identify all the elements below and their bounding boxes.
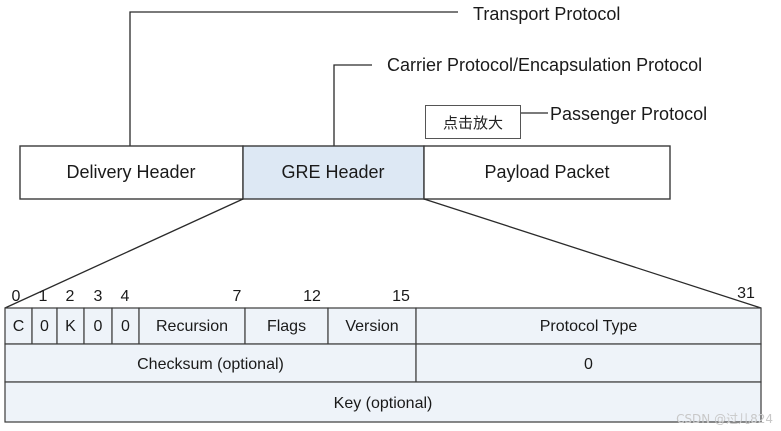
field-recursion-label: Recursion (156, 318, 228, 335)
zoom-line-right (423, 198, 762, 309)
transport-protocol-label: Transport Protocol (473, 4, 620, 24)
field-version-label: Version (345, 318, 398, 335)
watermark-text: CSDN @过儿824 (676, 412, 773, 426)
field-reserved-3 (83, 307, 113, 345)
field-version (327, 307, 417, 345)
field-checksum-label: Checksum (optional) (137, 356, 284, 373)
bit-label-7: 7 (233, 288, 242, 305)
field-reserved-zero (415, 343, 762, 383)
field-reserved-4-label: 0 (121, 318, 130, 335)
carrier-protocol-label: Carrier Protocol/Encapsulation Protocol (387, 55, 702, 75)
field-flags-label: Flags (267, 318, 306, 335)
field-c (4, 307, 33, 345)
bit-label-2: 2 (66, 288, 75, 305)
gre-header-label: GRE Header (281, 162, 384, 182)
passenger-protocol-label: Passenger Protocol (550, 104, 707, 124)
field-reserved-1-label: 0 (40, 318, 49, 335)
payload-packet-label: Payload Packet (484, 162, 609, 182)
bit-label-31: 31 (737, 285, 755, 302)
field-reserved-3-label: 0 (94, 318, 103, 335)
field-protocol-type (415, 307, 762, 345)
carrier-leader-line (333, 64, 372, 146)
bit-label-1: 1 (39, 288, 48, 305)
field-k-label: K (65, 318, 76, 335)
payload-packet-box (423, 145, 671, 200)
bit-label-15: 15 (392, 288, 410, 305)
delivery-header-label: Delivery Header (66, 162, 195, 182)
bit-label-12: 12 (303, 288, 321, 305)
field-k (56, 307, 85, 345)
transport-leader-line (129, 11, 458, 146)
bit-label-0: 0 (12, 288, 21, 305)
field-checksum (4, 343, 417, 383)
bit-label-4: 4 (121, 288, 130, 305)
field-key-label: Key (optional) (334, 395, 433, 412)
field-key (4, 381, 762, 423)
gre-header-box (242, 145, 425, 200)
bit-label-3: 3 (94, 288, 103, 305)
zoom-line-left (4, 198, 244, 309)
field-reserved-zero-label: 0 (584, 356, 593, 373)
field-c-label: C (13, 318, 25, 335)
zoom-button[interactable]: 点击放大 (425, 105, 521, 139)
field-protocol-type-label: Protocol Type (540, 318, 638, 335)
